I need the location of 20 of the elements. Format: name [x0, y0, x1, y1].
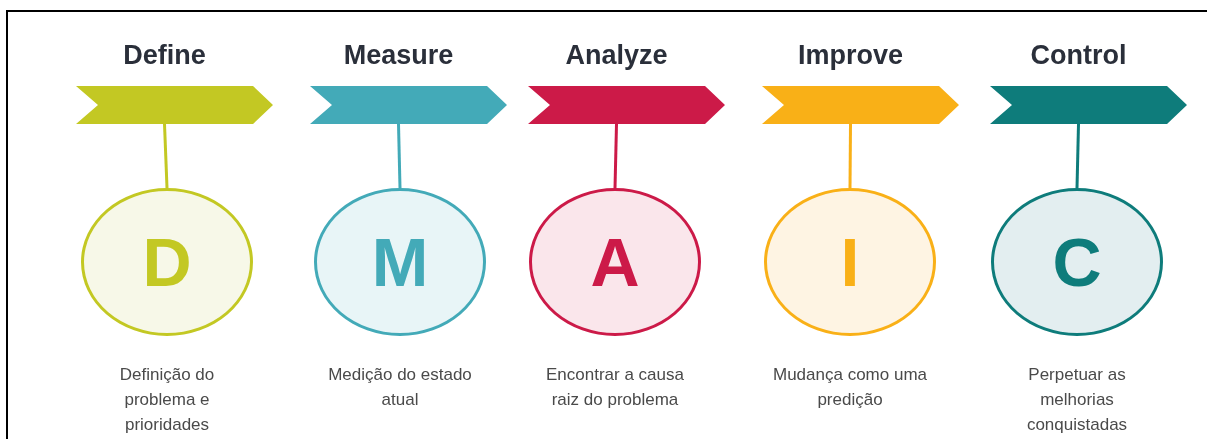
step-title: Control: [1030, 40, 1127, 70]
step-description: Perpetuar as melhorias conquistadas: [1025, 364, 1129, 436]
step-letter: A: [590, 228, 640, 296]
connector-line: [163, 123, 169, 189]
step-letter: D: [142, 228, 192, 296]
step-title: Analyze: [565, 40, 668, 70]
connector-line: [1075, 123, 1080, 189]
step-title: Measure: [343, 40, 454, 70]
connector-line: [397, 123, 402, 189]
step-description: Encontrar a causa raiz do problema: [545, 364, 685, 411]
step-description: Definição do problema e prioridades: [118, 364, 216, 436]
step-title: Define: [123, 40, 206, 70]
connector-line: [613, 123, 618, 189]
step-letter: I: [840, 228, 860, 296]
step-letter: C: [1052, 228, 1102, 296]
step-letter: M: [371, 228, 429, 296]
step-title: Improve: [797, 40, 903, 70]
step-description: Mudança como uma predição: [772, 364, 928, 411]
connector-line: [848, 124, 852, 188]
step-description: Medição do estado atual: [327, 364, 473, 411]
